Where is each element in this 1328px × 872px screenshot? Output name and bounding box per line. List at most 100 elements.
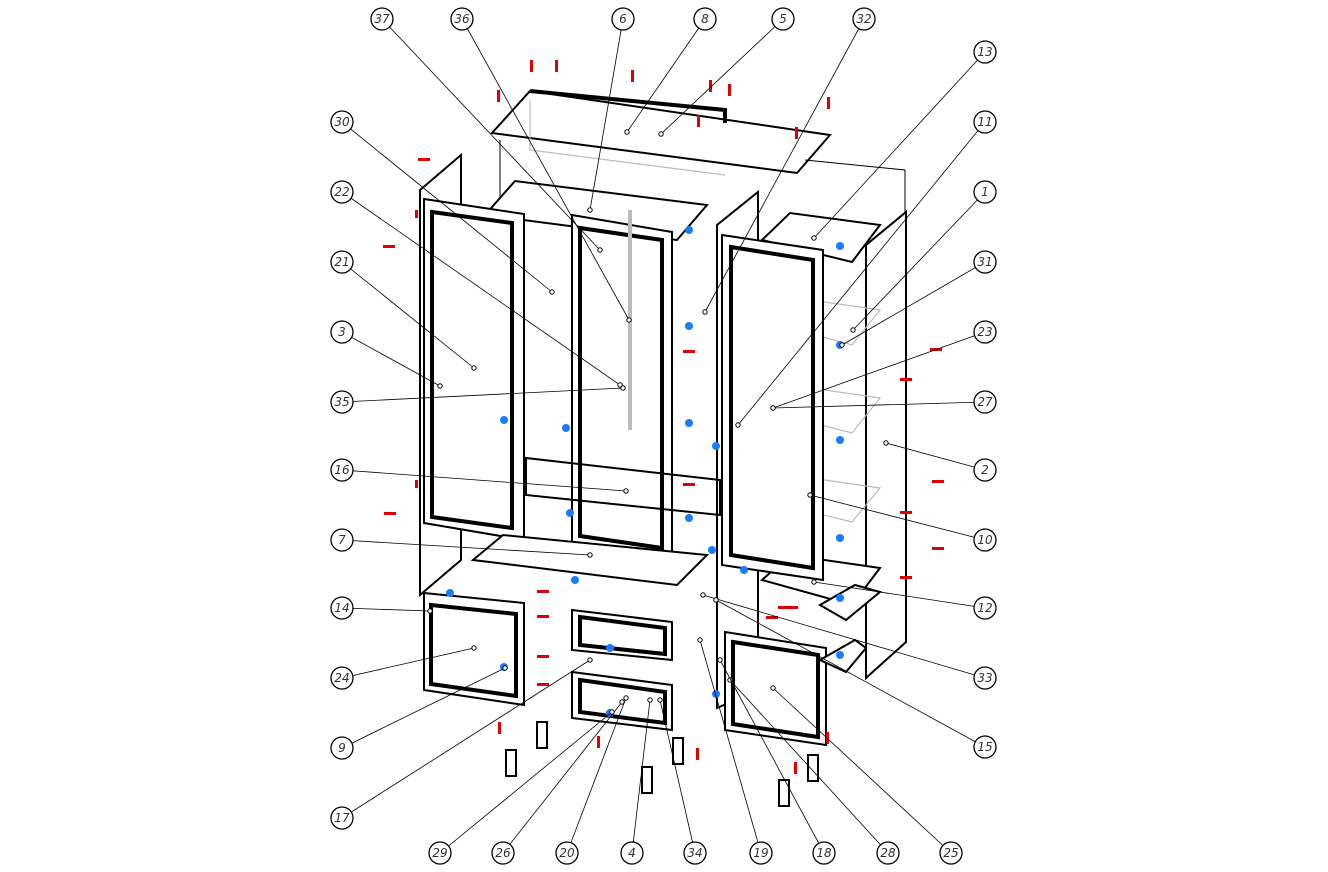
fastener-mark [537,655,549,658]
callout-31: 31 [973,250,997,274]
callout-4: 4 [620,841,644,865]
fastener-mark [778,606,798,609]
leader-point [471,365,477,371]
callout-balloon [330,736,354,760]
leader-point [437,383,443,389]
leader-line [659,699,696,854]
fastener-mark [383,245,395,248]
callout-number: 20 [559,846,575,860]
leader-line [719,659,825,854]
leader-point [770,685,776,691]
callout-25: 25 [939,841,963,865]
callout-balloon [771,7,795,31]
leader-point [658,131,664,137]
callout-balloon [330,180,354,204]
fastener-mark [683,350,695,353]
callout-number: 6 [619,12,627,26]
callout-balloon [973,666,997,690]
leader-point [597,247,603,253]
callout-20: 20 [555,841,579,865]
callout-12: 12 [973,596,997,620]
hinge-mark [685,419,693,427]
callout-number: 25 [943,846,958,860]
fastener-mark [555,60,558,72]
hinge-mark [712,690,720,698]
leader-point [807,492,813,498]
callout-number: 30 [334,115,350,129]
callout-balloon [330,390,354,414]
callout-number: 9 [338,741,346,755]
leader-line [885,442,986,471]
callout-balloon [330,110,354,134]
leader-point [811,235,817,241]
leader-point [657,697,663,703]
hinge-mark [566,509,574,517]
callout-balloon [749,841,773,865]
leader-point [770,405,776,411]
leader-line [626,18,706,133]
leader-line [737,121,986,426]
leader-lines [341,18,986,854]
callout-number: 8 [701,12,709,26]
callout-number: 7 [338,533,346,547]
callout-22: 22 [330,180,354,204]
callout-1: 1 [973,180,997,204]
hinge-mark [500,416,508,424]
fastener-mark [631,70,634,82]
leader-line [461,18,630,321]
fastener-mark [696,748,699,760]
callout-13: 13 [973,40,997,64]
fastener-mark [683,483,695,486]
fastener-mark [900,378,912,381]
callout-balloon [330,596,354,620]
callout-balloon [973,110,997,134]
callout-number: 31 [977,255,992,269]
callout-number: 34 [687,846,702,860]
leader-line [341,331,441,387]
callout-27: 27 [973,390,997,414]
leader-line [813,51,986,239]
callout-balloon [973,180,997,204]
callout-number: 16 [334,463,350,477]
leader-point [624,129,630,135]
leader-line [715,599,986,748]
callout-balloon [973,40,997,64]
leader-point [587,552,593,558]
leader-point [850,327,856,333]
callout-balloon [973,250,997,274]
leader-line [852,191,986,331]
callout-number: 22 [334,185,349,199]
hinge-mark [836,534,844,542]
callout-balloon [330,458,354,482]
callout-balloon [973,735,997,759]
fastener-mark [384,512,396,515]
callout-17: 17 [330,806,354,830]
fastener-mark [697,115,700,127]
hinge-mark [606,644,614,652]
leader-line [772,687,952,854]
leader-line [631,699,651,854]
callout-9: 9 [330,736,354,760]
callout-balloon [876,841,900,865]
callout-balloon [428,841,452,865]
callout-balloon [620,841,644,865]
fastener-mark [537,590,549,593]
callout-number: 18 [816,846,832,860]
callout-33: 33 [973,666,997,690]
legs [505,721,819,807]
callout-balloon [939,841,963,865]
leader-point [623,488,629,494]
leader-point [713,597,719,603]
leader-line [341,647,475,679]
callout-number: 5 [779,12,787,26]
callout-2: 2 [973,458,997,482]
fastener-mark [415,210,418,218]
callout-balloon [852,7,876,31]
callout-18: 18 [812,841,836,865]
callout-16: 16 [330,458,354,482]
fastener-mark [827,97,830,109]
callout-number: 14 [334,601,349,615]
callout-balloon [693,7,717,31]
callout-28: 28 [876,841,900,865]
